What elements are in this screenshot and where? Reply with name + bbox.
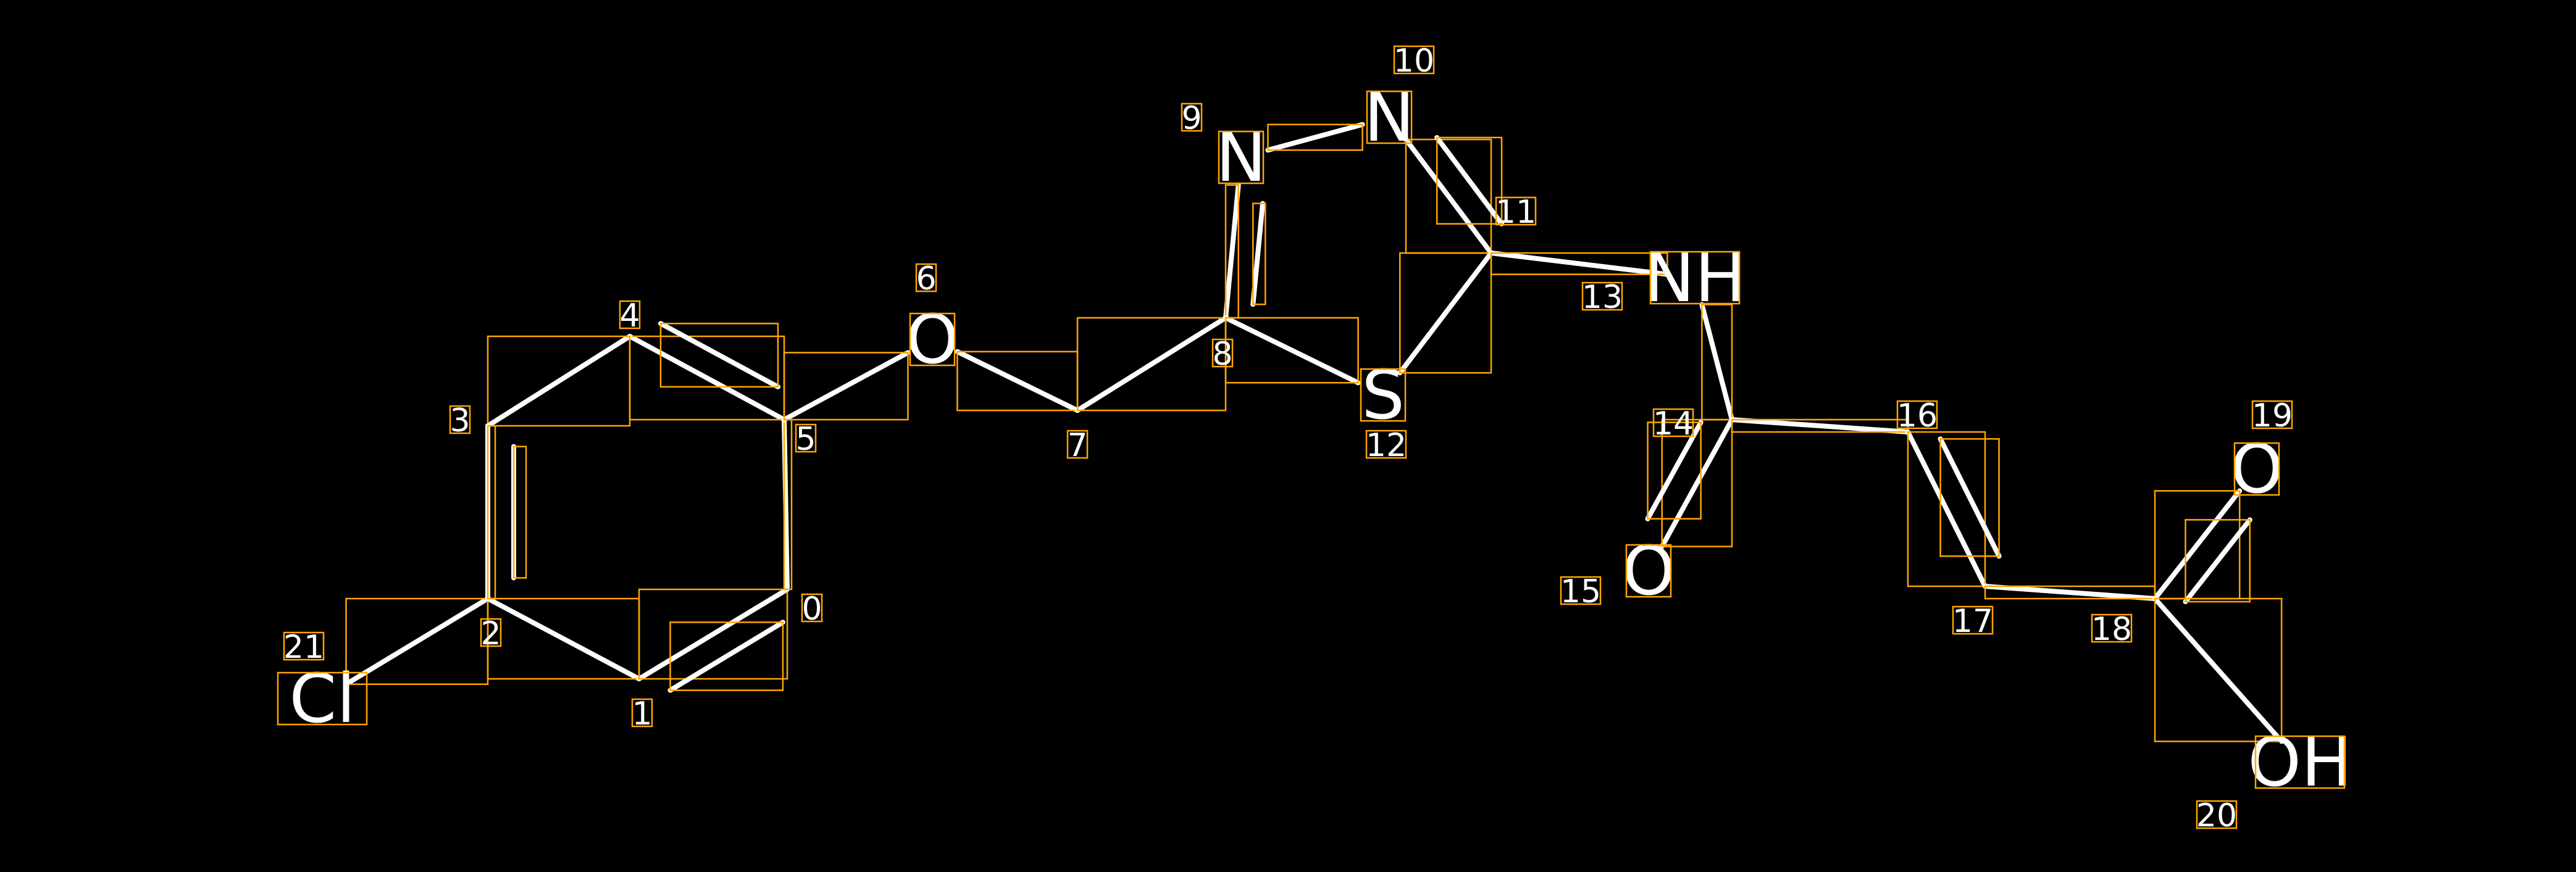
bond-17-18 bbox=[1983, 584, 2157, 601]
atom-index-box bbox=[619, 300, 641, 330]
bond-18-19 bbox=[2152, 488, 2243, 601]
atom-index-box bbox=[1211, 338, 1234, 368]
double-bond-box bbox=[1647, 421, 1702, 520]
bond-5-6 bbox=[782, 350, 911, 422]
atom-index-box bbox=[449, 405, 471, 434]
atom-label-12: S bbox=[1361, 355, 1405, 434]
bond-8-9 bbox=[1223, 182, 1241, 320]
double-bond-line bbox=[658, 321, 780, 389]
atom-label-box bbox=[1366, 90, 1413, 144]
double-bond-line bbox=[2183, 517, 2252, 604]
bond-box bbox=[1490, 252, 1668, 275]
double-bond-box bbox=[1252, 202, 1266, 305]
double-bond-line bbox=[1250, 201, 1266, 307]
atom-index-box bbox=[1952, 605, 1994, 635]
bond-box bbox=[1731, 418, 1909, 433]
atom-label-6: O bbox=[906, 300, 960, 379]
bond-box bbox=[1399, 252, 1492, 374]
atom-label-box bbox=[1625, 544, 1672, 598]
bond-box bbox=[1661, 418, 1733, 547]
atom-index-box bbox=[2091, 613, 2133, 643]
atom-index-box bbox=[1181, 102, 1203, 132]
bond-1-0 bbox=[637, 587, 790, 681]
atom-label-box bbox=[1218, 130, 1265, 185]
atom-index-box bbox=[631, 698, 653, 728]
bond-16-17 bbox=[1905, 430, 1988, 589]
atom-index-box bbox=[915, 263, 937, 293]
atom-label-box bbox=[2233, 442, 2280, 496]
bond-6-7 bbox=[955, 349, 1080, 413]
bond-12-8 bbox=[1223, 315, 1361, 386]
double-bond-box bbox=[659, 322, 779, 388]
double-bond-box bbox=[512, 446, 527, 579]
bond-box bbox=[638, 588, 788, 680]
bond-14-15 bbox=[1659, 417, 1734, 549]
atom-label-19: O bbox=[2230, 430, 2284, 509]
bond-2-1 bbox=[485, 596, 642, 681]
double-bond-box bbox=[1436, 136, 1503, 225]
bond-11-12 bbox=[1397, 251, 1494, 376]
atom-index-box bbox=[795, 423, 817, 453]
double-bond-line bbox=[1645, 420, 1704, 521]
bond-18-20 bbox=[2152, 596, 2285, 744]
double-bond-line bbox=[1938, 436, 2002, 559]
bond-box bbox=[2154, 597, 2283, 742]
bond-box bbox=[1267, 123, 1363, 151]
bond-box bbox=[487, 425, 496, 600]
bond-14-16 bbox=[1729, 417, 1910, 434]
atom-index-box bbox=[1066, 430, 1089, 459]
bond-box bbox=[1907, 431, 1986, 588]
atom-label-15: O bbox=[1622, 531, 1676, 610]
bond-13-14 bbox=[1699, 302, 1734, 422]
atom-index-box bbox=[1495, 196, 1537, 226]
atom-index-box bbox=[1652, 408, 1694, 438]
atom-label-box bbox=[1360, 368, 1407, 422]
bond-11-13 bbox=[1489, 251, 1670, 277]
atom-label-20: OH bbox=[2248, 723, 2352, 802]
atom-label-13: NH bbox=[1644, 238, 1746, 317]
bond-box bbox=[487, 335, 631, 427]
atom-label-box bbox=[909, 312, 956, 367]
bond-box bbox=[783, 352, 909, 421]
atom-index-box bbox=[1560, 576, 1602, 605]
atom-index-box bbox=[480, 618, 502, 647]
atom-label-10: N bbox=[1364, 78, 1415, 157]
bond-21-2 bbox=[343, 596, 490, 687]
bond-5-4 bbox=[627, 334, 787, 422]
atom-label-21: Cl bbox=[289, 659, 355, 738]
bond-box bbox=[1224, 317, 1359, 384]
atom-label-box bbox=[2254, 735, 2346, 789]
atom-index-box bbox=[2196, 800, 2238, 829]
bonds-layer bbox=[343, 122, 2285, 744]
atom-label-box bbox=[277, 671, 368, 726]
atom-label-9: N bbox=[1216, 118, 1266, 197]
bond-9-10 bbox=[1265, 122, 1365, 153]
bond-10-11 bbox=[1403, 137, 1494, 255]
bond-7-8 bbox=[1075, 315, 1228, 413]
atom-index-box bbox=[1365, 430, 1407, 459]
double-bond-line bbox=[667, 620, 785, 693]
atom-label-box bbox=[1649, 251, 1741, 305]
atom-index-box bbox=[801, 593, 823, 623]
atom-index-box bbox=[283, 631, 325, 661]
double-bond-box bbox=[1939, 438, 2000, 557]
double-bond-box bbox=[2185, 519, 2251, 603]
atom-index-box bbox=[2251, 400, 2293, 430]
bond-4-3 bbox=[485, 334, 632, 428]
atom-index-box bbox=[1393, 45, 1435, 75]
double-bond-box bbox=[669, 621, 784, 691]
atom-index-box bbox=[1581, 281, 1623, 311]
atom-index-box bbox=[1896, 400, 1938, 430]
double-bond-line bbox=[1434, 135, 1505, 226]
